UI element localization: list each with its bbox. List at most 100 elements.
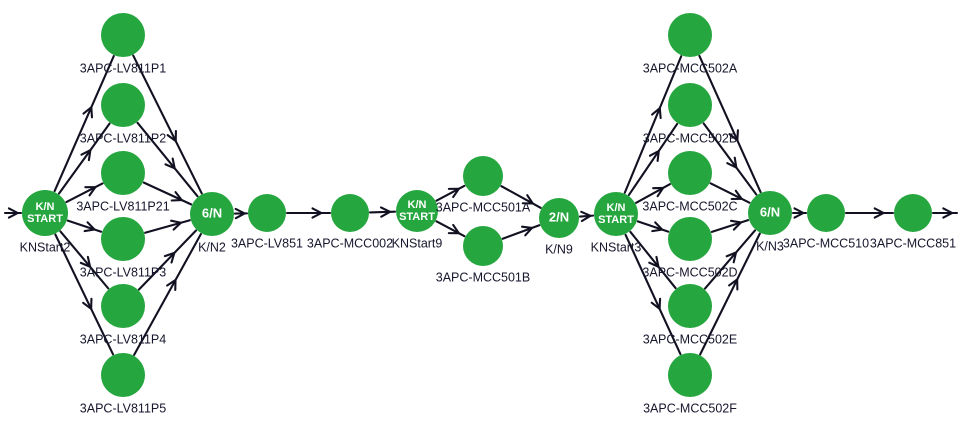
edge-lv811p21-to-kn2: [142, 181, 193, 206]
node-caption-mcc502f: 3APC-MCC502F: [643, 401, 737, 415]
node-circle-knstart2[interactable]: [22, 190, 68, 236]
node-caption-mcc502b: 3APC-MCC502B: [643, 131, 737, 145]
node-caption-mcc851: 3APC-MCC851: [870, 236, 956, 250]
edge-knstart2-to-lv811p5: [54, 233, 115, 356]
graph-node-lv851[interactable]: [248, 194, 286, 232]
edge-mcc501a-to-kn9: [500, 185, 542, 209]
node-caption-mcc002: 3APC-MCC002: [307, 236, 393, 250]
edge-knstart2-to-lv811p3: [66, 219, 103, 233]
graph-node-kn2[interactable]: 6/N: [190, 192, 234, 236]
node-circle-lv811p1[interactable]: [101, 13, 145, 57]
edge-mcc501b-to-kn9: [501, 224, 541, 240]
node-circle-mcc510[interactable]: [807, 194, 845, 232]
node-caption-mcc510: 3APC-MCC510: [783, 236, 869, 250]
graph-node-mcc502c[interactable]: [668, 151, 712, 195]
node-caption-lv811p4: 3APC-LV811P4: [80, 332, 166, 346]
node-circle-lv811p4[interactable]: [101, 284, 145, 328]
node-circle-mcc002[interactable]: [331, 194, 369, 232]
node-circle-knstart9[interactable]: [396, 190, 438, 232]
graph-node-mcc510[interactable]: [807, 194, 845, 232]
graph-node-mcc502e[interactable]: [668, 284, 712, 328]
node-inner-label-kn9: 2/N: [549, 209, 569, 224]
edge-mcc851-to-exit: [931, 207, 959, 219]
node-caption-lv811p1: 3APC-LV811P1: [80, 61, 166, 75]
edge-lv811p5-to-kn2: [133, 233, 202, 356]
node-circle-mcc502a[interactable]: [668, 13, 712, 57]
graph-node-mcc002[interactable]: [331, 194, 369, 232]
node-caption-mcc502a: 3APC-MCC502A: [643, 61, 738, 75]
graph-node-kn3[interactable]: 6/N: [748, 191, 792, 235]
edge-entry-to-knstart2: [3, 207, 23, 219]
node-caption-knstart2: KNStart2: [20, 240, 71, 254]
graph-node-lv811p4[interactable]: [101, 284, 145, 328]
graph-node-mcc502d[interactable]: [668, 217, 712, 261]
node-circle-lv811p3[interactable]: [101, 217, 145, 261]
node-circle-lv811p21[interactable]: [101, 151, 145, 195]
node-caption-kn2: K/N2: [198, 240, 226, 254]
node-caption-lv811p5: 3APC-LV811P5: [80, 401, 166, 415]
edge-knstart2-to-lv811p4: [59, 230, 110, 290]
graph-node-lv811p5[interactable]: [101, 353, 145, 397]
edge-knstart9-to-mcc501b: [435, 220, 466, 238]
graph-node-lv811p3[interactable]: [101, 217, 145, 261]
node-circle-kn3[interactable]: [748, 191, 792, 235]
node-caption-lv811p2: 3APC-LV811P2: [80, 131, 166, 145]
node-circle-kn2[interactable]: [190, 192, 234, 236]
graph-node-mcc502a[interactable]: [668, 13, 712, 57]
edge-mcc502e-to-kn3: [703, 229, 757, 290]
graph-node-lv811p2[interactable]: [101, 83, 145, 127]
edge-knstart3-to-mcc502a: [623, 55, 683, 194]
node-circle-kn9[interactable]: [539, 198, 579, 238]
node-inner-label-kn3: 6/N: [760, 204, 780, 219]
node-caption-knstart3: KNStart3: [591, 240, 642, 254]
graph-node-kn9[interactable]: 2/N: [539, 198, 579, 238]
node-inner-label-knstart9: K/N: [408, 199, 427, 211]
node-circle-mcc502e[interactable]: [668, 284, 712, 328]
node-inner-label-knstart3: START: [598, 214, 634, 226]
edge-lv811p1-to-kn2: [132, 54, 203, 195]
node-caption-kn9: K/N9: [545, 242, 573, 256]
node-caption-mcc502d: 3APC-MCC502D: [642, 265, 737, 279]
edge-mcc502a-to-kn3: [698, 54, 762, 194]
node-circle-knstart3[interactable]: [594, 192, 638, 236]
node-inner-label-knstart2: K/N: [36, 201, 55, 213]
edge-kn9-to-knstart3: [578, 210, 595, 223]
edge-mcc502d-to-kn3: [710, 219, 750, 233]
graph-node-lv811p1[interactable]: [101, 13, 145, 57]
edge-knstart9-to-mcc501a: [435, 184, 466, 202]
node-caption-mcc501b: 3APC-MCC501B: [436, 270, 530, 284]
node-circle-mcc502c[interactable]: [668, 151, 712, 195]
graph-node-mcc501a[interactable]: [463, 156, 503, 196]
node-circle-lv851[interactable]: [248, 194, 286, 232]
node-circle-mcc502b[interactable]: [668, 83, 712, 127]
node-circle-mcc501a[interactable]: [463, 156, 503, 196]
graph-node-mcc502b[interactable]: [668, 83, 712, 127]
edges-layer: [3, 54, 959, 356]
edge-mcc502f-to-kn3: [699, 232, 761, 356]
node-circle-mcc502d[interactable]: [668, 217, 712, 261]
edge-knstart3-to-mcc502f: [624, 233, 682, 356]
node-circle-mcc502f[interactable]: [668, 353, 712, 397]
edge-lv811p2-to-kn2: [136, 121, 199, 198]
node-inner-label-knstart3: K/N: [607, 202, 626, 214]
node-circle-lv811p5[interactable]: [101, 353, 145, 397]
node-circle-lv811p2[interactable]: [101, 83, 145, 127]
edge-kn2-to-lv851: [233, 207, 249, 220]
node-circle-mcc851[interactable]: [894, 194, 932, 232]
node-caption-lv811p3: 3APC-LV811P3: [80, 265, 166, 279]
graph-node-lv811p21[interactable]: [101, 151, 145, 195]
graph-node-mcc851[interactable]: [894, 194, 932, 232]
node-inner-label-kn2: 6/N: [202, 205, 222, 220]
edge-knstart3-to-mcc502b: [627, 122, 679, 197]
node-circle-mcc501b[interactable]: [463, 226, 503, 266]
node-caption-lv851: 3APC-LV851: [231, 236, 303, 250]
edge-kn3-to-mcc510: [791, 207, 808, 219]
edge-knstart3-to-mcc502e: [629, 230, 677, 290]
graph-node-mcc502f[interactable]: [668, 353, 712, 397]
graph-node-mcc501b[interactable]: [463, 226, 503, 266]
